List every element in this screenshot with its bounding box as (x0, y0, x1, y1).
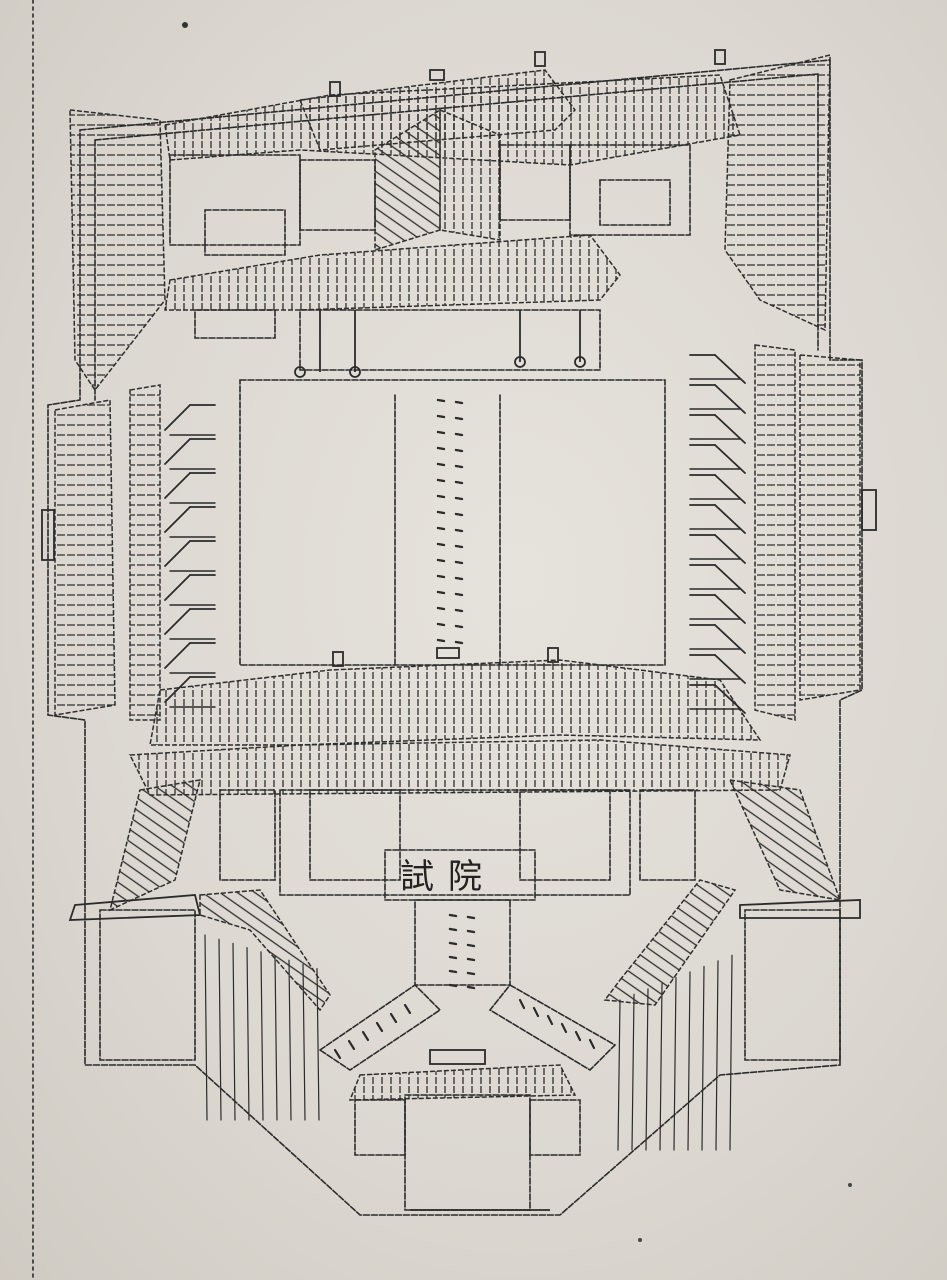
central-pavilion-right (439, 108, 501, 241)
rear-right-tower-roof (724, 54, 831, 332)
right-gallery-roof (603, 879, 737, 1006)
right-cell-block (689, 344, 877, 721)
rear-hall-porch-roof (164, 234, 621, 311)
gate-opening (404, 1094, 531, 1211)
rear-left-tower-roof (69, 109, 166, 392)
left-brick-tower (99, 909, 196, 1061)
middle-hall-upper-roof (149, 659, 762, 746)
central-walkway-steps (333, 398, 596, 1060)
right-brick-tower (744, 909, 841, 1061)
middle-hall-lower-roof (128, 739, 791, 796)
front-gate (68, 879, 861, 1211)
middle-hall: 試院 (108, 647, 842, 912)
rear-hall (69, 49, 831, 392)
courtyard (239, 379, 666, 666)
plaque-text: 試院 (400, 857, 496, 897)
left-cell-block (41, 384, 216, 721)
left-gallery-roof (199, 889, 331, 1012)
gate-roof (348, 1064, 577, 1101)
rear-hall-left-wing (169, 154, 301, 246)
courtyard-frame (239, 379, 666, 666)
rear-hall-upper-roof (298, 69, 576, 151)
rear-hall-right-wing (569, 144, 691, 236)
